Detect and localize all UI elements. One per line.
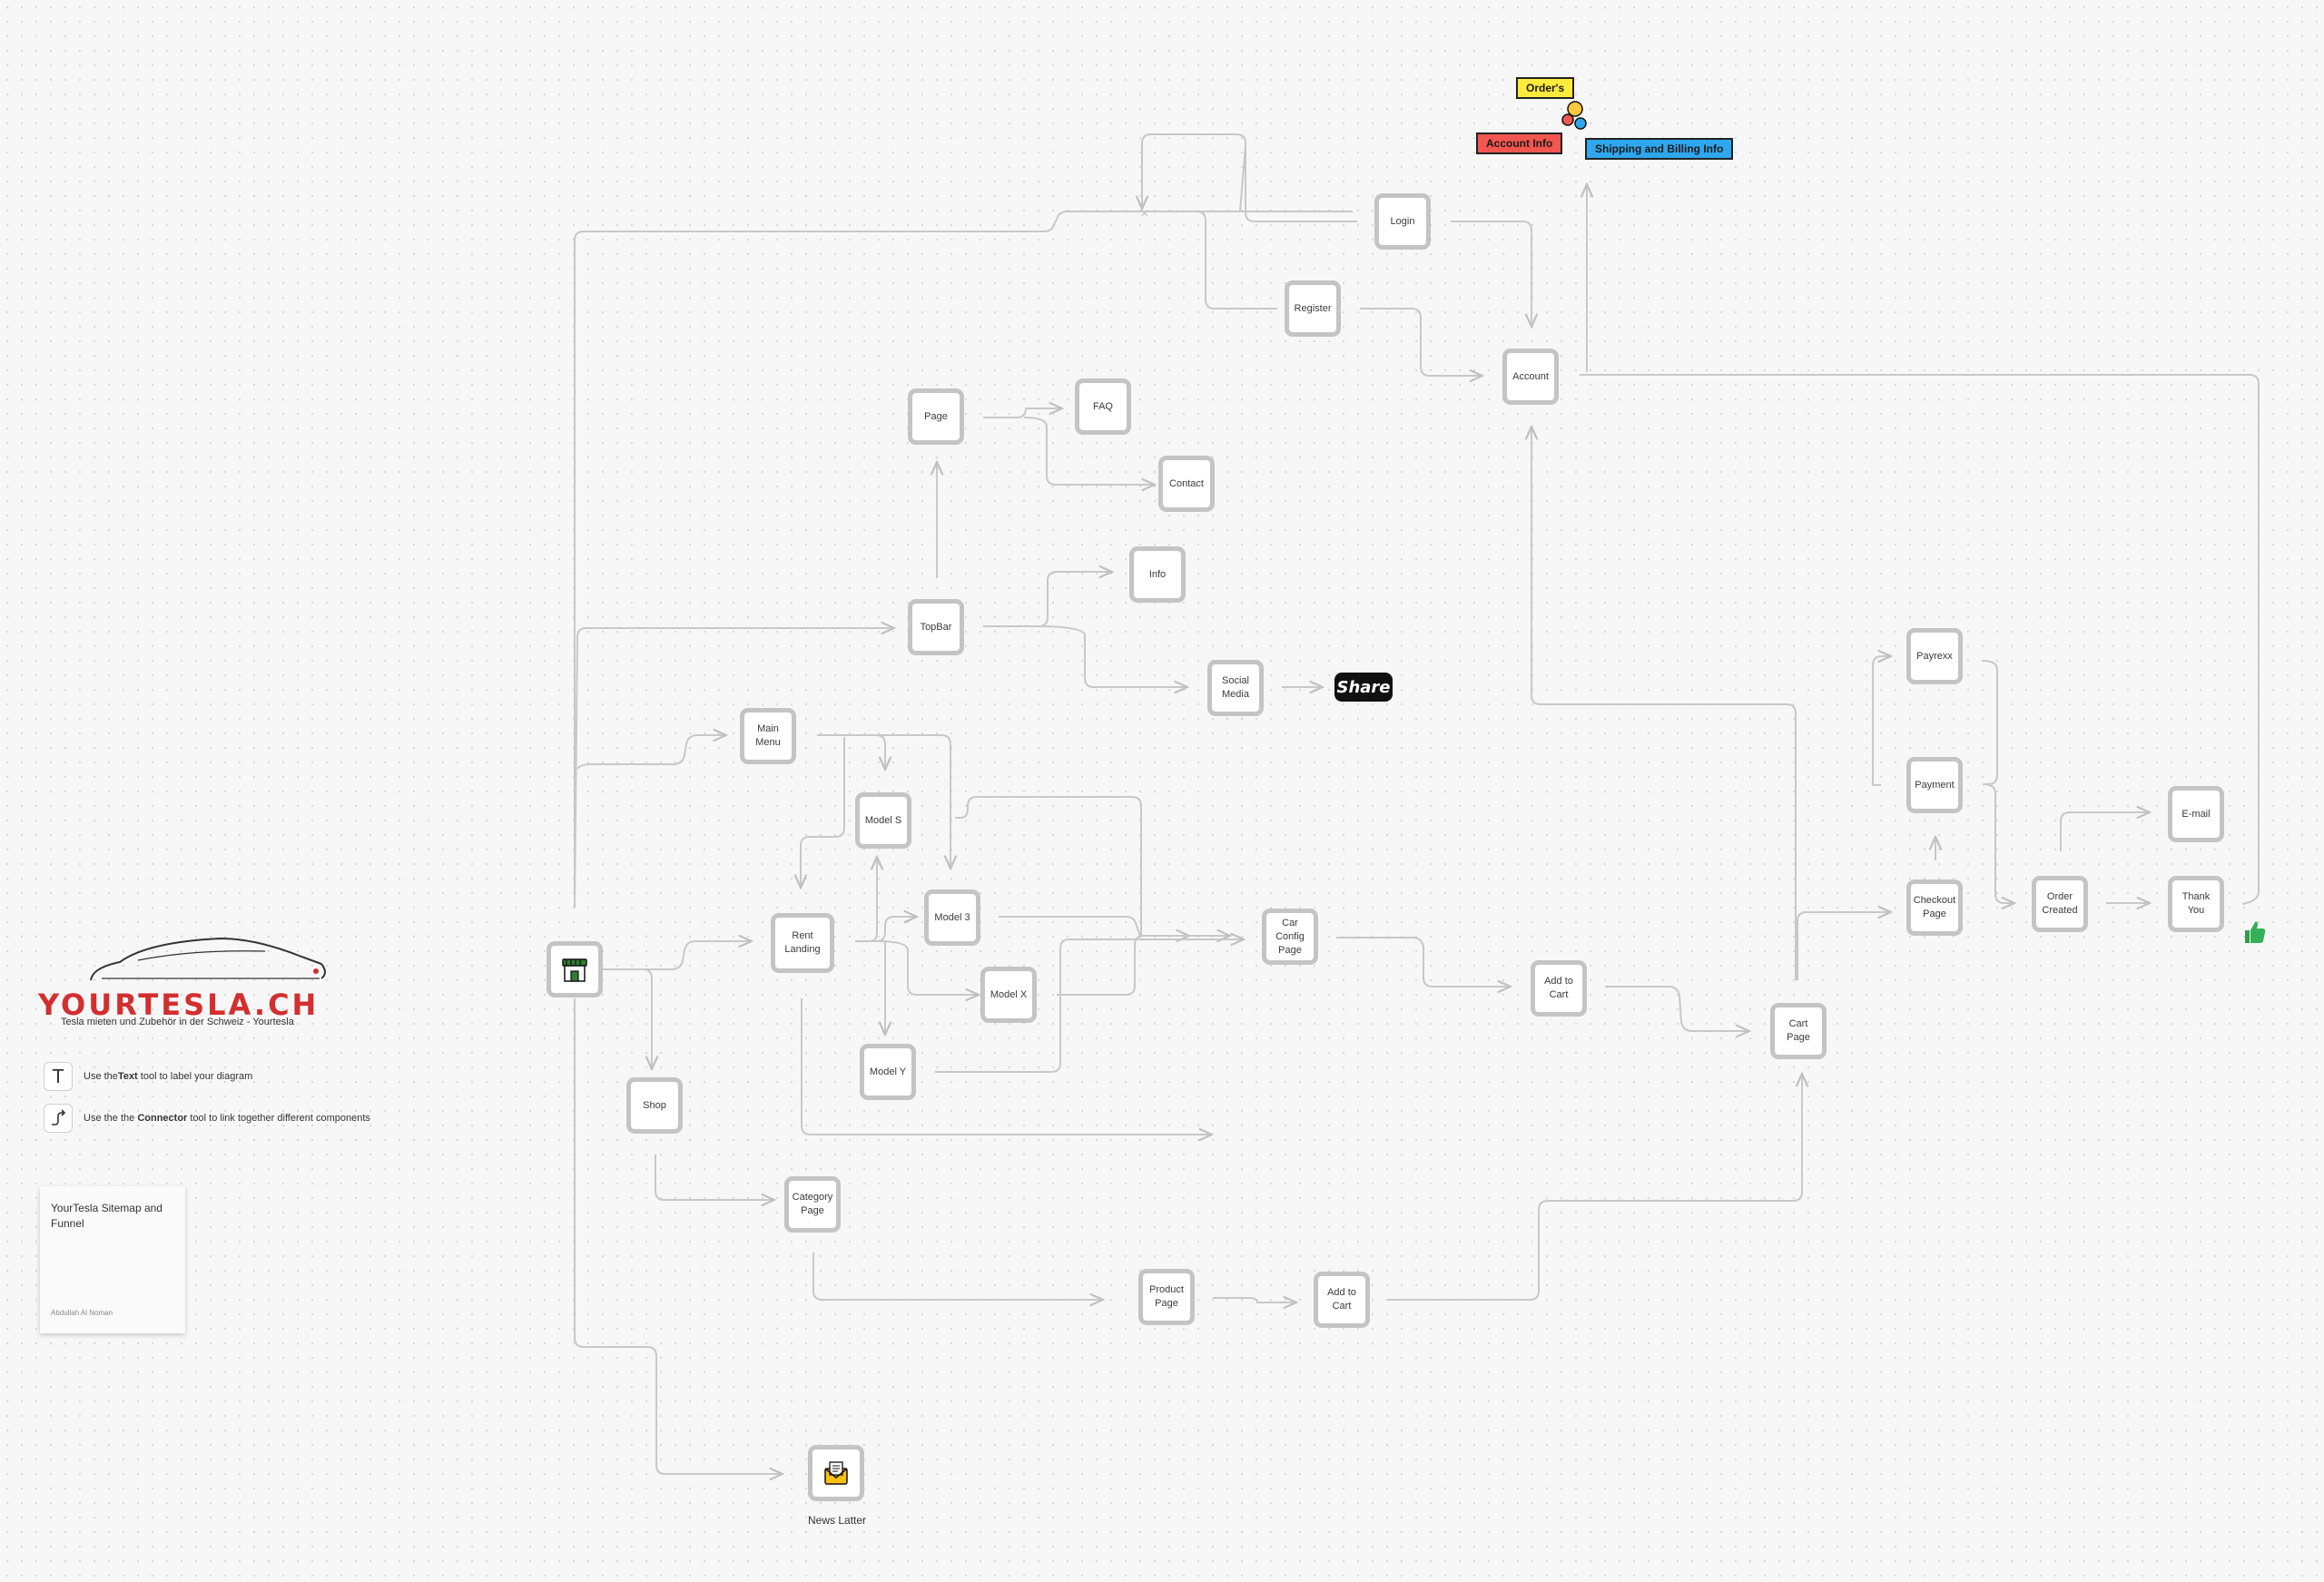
- connector: [812, 1253, 1103, 1300]
- connector: [576, 968, 652, 1069]
- node-add-to-cart-config[interactable]: Add to Cart: [1531, 960, 1587, 1017]
- connector: [1580, 374, 2260, 905]
- connector: [574, 628, 894, 909]
- sticky-note[interactable]: YourTesla Sitemap and Funnel Abdullah Al…: [40, 1186, 185, 1333]
- text-tool-icon[interactable]: T: [44, 1062, 73, 1091]
- tip-connector-bold: Connector: [137, 1113, 188, 1124]
- node-faq[interactable]: FAQ: [1075, 378, 1131, 435]
- connector: [983, 408, 1062, 418]
- connector: [576, 735, 726, 770]
- connector: [1360, 308, 1482, 376]
- note-author: Abdullah Al Noman: [51, 1309, 113, 1317]
- node-category-page[interactable]: Category Page: [784, 1176, 841, 1233]
- connector: [801, 998, 1212, 1135]
- text-tool-tip: T Use the Text tool to label your diagra…: [44, 1060, 252, 1093]
- tip-text-suffix: tool to label your diagram: [137, 1071, 253, 1082]
- connector: [876, 940, 979, 995]
- connector: [1797, 912, 1891, 980]
- node-model-x[interactable]: Model X: [980, 967, 1037, 1023]
- tip-text-prefix: Use the: [84, 1071, 118, 1082]
- connector: [1034, 625, 1187, 687]
- connector: [1605, 986, 1749, 1031]
- connector: [623, 941, 752, 970]
- connector: [655, 1155, 774, 1200]
- node-social-media[interactable]: Social Media: [1207, 660, 1264, 716]
- connector: [1142, 133, 1357, 222]
- tip-connector-suffix: tool to link together different componen…: [187, 1113, 370, 1124]
- node-model-s[interactable]: Model S: [855, 792, 911, 849]
- connector-tool-icon[interactable]: [44, 1104, 73, 1133]
- connector: [1213, 1298, 1296, 1302]
- node-cart-page[interactable]: Cart Page: [1770, 1003, 1827, 1059]
- yourtesla-logo: YOURTESLA.CH Tesla mieten und Zubehör in…: [36, 933, 336, 1035]
- connector: [999, 916, 1189, 936]
- connector: [574, 998, 783, 1474]
- connector: [1336, 937, 1511, 987]
- node-model-y[interactable]: Model Y: [860, 1044, 916, 1100]
- connector: [1531, 427, 1797, 980]
- thumbs-up-icon: [2245, 921, 2266, 943]
- connector: [855, 917, 917, 942]
- note-title: YourTesla Sitemap and Funnel: [51, 1202, 162, 1230]
- node-car-config-page[interactable]: Car Config Page: [1262, 909, 1318, 965]
- connector: [1239, 144, 1353, 212]
- node-payrexx[interactable]: Payrexx: [1906, 628, 1963, 684]
- connector: [801, 737, 845, 888]
- node-page[interactable]: Page: [908, 388, 964, 445]
- connector: [1147, 211, 1277, 310]
- node-model-3[interactable]: Model 3: [924, 889, 980, 946]
- node-rent-landing[interactable]: Rent Landing: [771, 913, 834, 973]
- hands-emoji-icon: [1561, 101, 1587, 130]
- node-checkout-page[interactable]: Checkout Page: [1906, 879, 1963, 936]
- node-main-menu[interactable]: Main Menu: [740, 708, 796, 764]
- node-product-page[interactable]: Product Page: [1138, 1269, 1195, 1325]
- connector: [955, 796, 1142, 936]
- node-info[interactable]: Info: [1129, 546, 1186, 603]
- node-login[interactable]: Login: [1374, 193, 1431, 250]
- account-info-sticker[interactable]: Account Info: [1476, 133, 1563, 154]
- tip-text-bold: Text: [117, 1071, 138, 1082]
- connector: [1057, 936, 1230, 996]
- storefront-icon: [562, 958, 587, 982]
- node-shop[interactable]: Shop: [626, 1077, 683, 1134]
- connector: [855, 857, 877, 942]
- node-account[interactable]: Account: [1502, 349, 1559, 405]
- node-order-created[interactable]: Order Created: [2032, 876, 2088, 932]
- connector: [817, 734, 885, 770]
- share-badge[interactable]: Share: [1334, 673, 1393, 702]
- orders-sticker[interactable]: Order's: [1516, 77, 1575, 99]
- shipping-billing-sticker[interactable]: Shipping and Billing Info: [1585, 138, 1734, 160]
- connector: [935, 939, 1244, 1073]
- connector: [1387, 1074, 1802, 1301]
- envelope-icon: [824, 1461, 848, 1485]
- tip-connector-prefix: Use the the: [84, 1113, 138, 1124]
- node-email[interactable]: E-mail: [2168, 786, 2224, 842]
- connector: [1023, 417, 1155, 485]
- connector: [1982, 660, 1998, 785]
- connector: [817, 734, 950, 869]
- newsletter-label: News Latter: [808, 1514, 867, 1527]
- connector: [2060, 812, 2150, 851]
- connector-tool-tip: Use the the Connector tool to link toget…: [44, 1102, 370, 1135]
- connector: [1982, 783, 2014, 903]
- node-contact[interactable]: Contact: [1158, 456, 1215, 512]
- logo-subtitle: Tesla mieten und Zubehör in der Schweiz …: [61, 1017, 294, 1027]
- node-register[interactable]: Register: [1285, 280, 1341, 337]
- connector: [1451, 221, 1531, 327]
- node-thank-you[interactable]: Thank You: [2168, 876, 2224, 932]
- connector: [574, 211, 1353, 894]
- node-topbar[interactable]: TopBar: [908, 599, 964, 655]
- node-payment[interactable]: Payment: [1906, 757, 1963, 813]
- node-home[interactable]: [547, 941, 603, 997]
- cross-mark: ×: [1140, 206, 1148, 221]
- connector: [1872, 656, 1891, 786]
- node-newsletter[interactable]: [808, 1445, 864, 1501]
- logo-title: YOURTESLA.CH: [38, 988, 320, 1022]
- connector: [983, 572, 1112, 627]
- node-add-to-cart-product[interactable]: Add to Cart: [1314, 1272, 1370, 1328]
- car-logo-icon: [90, 937, 326, 981]
